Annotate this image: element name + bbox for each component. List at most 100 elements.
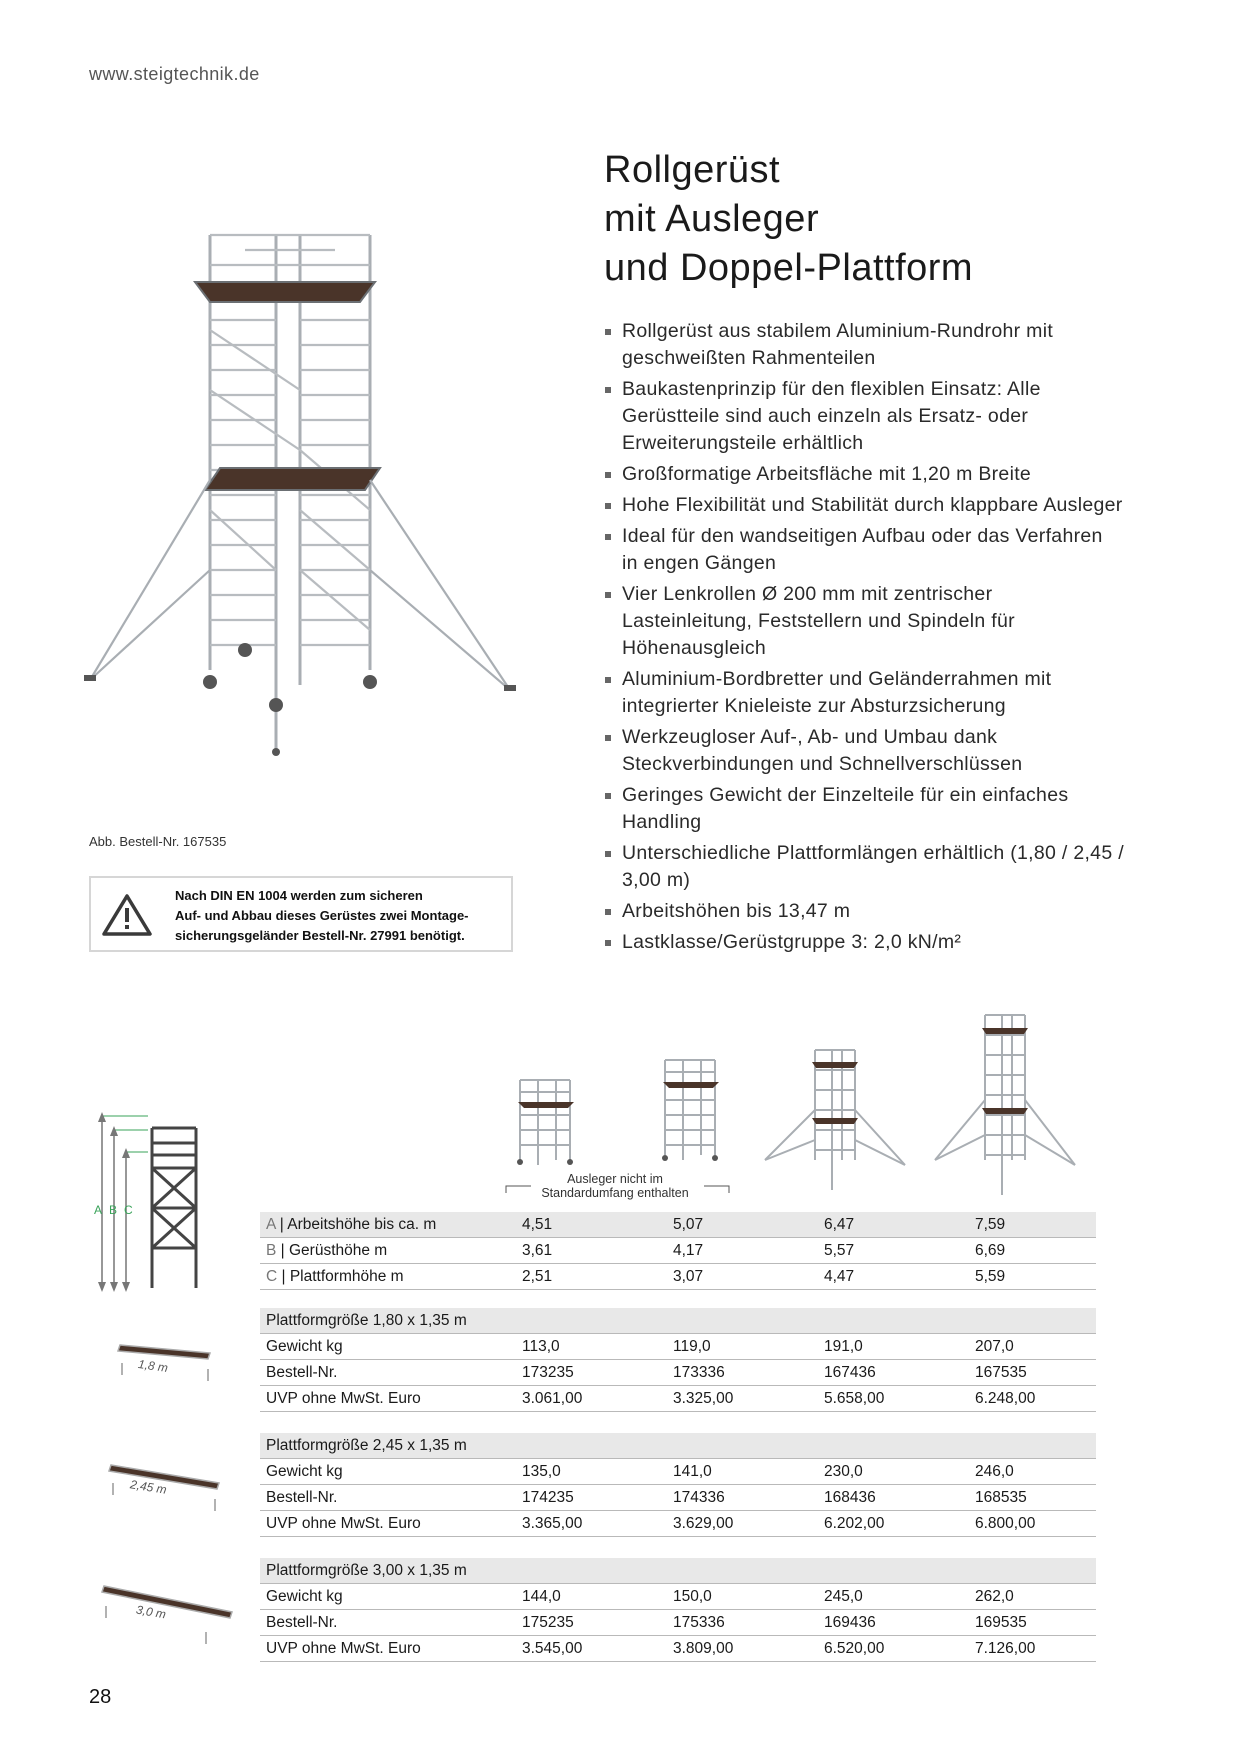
website-url[interactable]: www.steigtechnik.de bbox=[89, 64, 260, 84]
table-cell: 5,59 bbox=[969, 1263, 1096, 1290]
table-cell: 168535 bbox=[969, 1484, 1096, 1511]
table-cell: 141,0 bbox=[667, 1458, 818, 1485]
dimension-letter: A bbox=[266, 1215, 276, 1233]
row-label: Bestell-Nr. bbox=[260, 1359, 516, 1386]
table-cell: 167436 bbox=[818, 1359, 969, 1386]
table-cell: 135,0 bbox=[516, 1458, 667, 1485]
table-row: UVP ohne MwSt. Euro 3.545,00 3.809,00 6.… bbox=[260, 1635, 1096, 1662]
row-label: Gewicht kg bbox=[260, 1583, 516, 1610]
note-line: Ausleger nicht im bbox=[567, 1172, 663, 1186]
table-cell: 6.248,00 bbox=[969, 1385, 1096, 1412]
table-cell: 150,0 bbox=[667, 1583, 818, 1610]
warning-line: Nach DIN EN 1004 werden zum sicheren bbox=[175, 888, 423, 903]
table-row: C | Plattformhöhe m 2,51 3,07 4,47 5,59 bbox=[260, 1263, 1096, 1290]
platform-300-table: Plattformgröße 3,00 x 1,35 m Gewicht kg … bbox=[260, 1558, 1096, 1662]
table-cell: 6.520,00 bbox=[818, 1635, 969, 1662]
table-cell: 173336 bbox=[667, 1359, 818, 1386]
feature-item: Hohe Flexibilität und Stabilität durch k… bbox=[604, 492, 1124, 519]
table-section-header: Plattformgröße 2,45 x 1,35 m bbox=[260, 1433, 1096, 1459]
row-label: UVP ohne MwSt. Euro bbox=[260, 1635, 516, 1662]
table-cell: 167535 bbox=[969, 1359, 1096, 1386]
table-row: Gewicht kg 144,0 150,0 245,0 262,0 bbox=[260, 1583, 1096, 1610]
table-row: Bestell-Nr. 173235 173336 167436 167535 bbox=[260, 1359, 1096, 1386]
table-cell: 174235 bbox=[516, 1484, 667, 1511]
table-section-header: Plattformgröße 3,00 x 1,35 m bbox=[260, 1558, 1096, 1584]
table-cell: 3.061,00 bbox=[516, 1385, 667, 1412]
row-label-text: | Plattformhöhe m bbox=[277, 1267, 404, 1285]
table-row: Bestell-Nr. 175235 175336 169436 169535 bbox=[260, 1609, 1096, 1636]
table-cell: 3,61 bbox=[516, 1237, 667, 1264]
height-table: A | Arbeitshöhe bis ca. m 4,51 5,07 6,47… bbox=[260, 1212, 1096, 1290]
table-cell: 4,51 bbox=[516, 1212, 667, 1238]
table-cell: 3.325,00 bbox=[667, 1385, 818, 1412]
warning-text: Nach DIN EN 1004 werden zum sicheren Auf… bbox=[175, 886, 469, 946]
dimension-letters: ABC bbox=[94, 1203, 140, 1217]
table-cell: 207,0 bbox=[969, 1333, 1096, 1360]
table-row: UVP ohne MwSt. Euro 3.061,00 3.325,00 5.… bbox=[260, 1385, 1096, 1412]
platform-size-label: Plattformgröße 1,80 x 1,35 m bbox=[260, 1308, 1096, 1334]
table-cell: 3.545,00 bbox=[516, 1635, 667, 1662]
feature-item: Lastklasse/Gerüstgruppe 3: 2,0 kN/m² bbox=[604, 929, 1124, 956]
platform-300-icon bbox=[101, 1585, 233, 1644]
table-cell: 4,17 bbox=[667, 1237, 818, 1264]
table-row: A | Arbeitshöhe bis ca. m 4,51 5,07 6,47… bbox=[260, 1212, 1096, 1238]
title-line: mit Ausleger bbox=[604, 198, 820, 240]
feature-list: Rollgerüst aus stabilem Aluminium-Rundro… bbox=[604, 318, 1124, 960]
row-label: UVP ohne MwSt. Euro bbox=[260, 1510, 516, 1537]
table-cell: 230,0 bbox=[818, 1458, 969, 1485]
title-line: Rollgerüst bbox=[604, 149, 781, 191]
scaffold-variant-3-image bbox=[764, 1049, 906, 1190]
table-cell: 175336 bbox=[667, 1609, 818, 1636]
table-cell: 3.365,00 bbox=[516, 1510, 667, 1537]
feature-item: Unterschiedliche Plattformlängen erhältl… bbox=[604, 840, 1124, 894]
table-row: B | Gerüsthöhe m 3,61 4,17 5,57 6,69 bbox=[260, 1237, 1096, 1264]
dimension-letter-b: B bbox=[109, 1203, 125, 1217]
table-cell: 168436 bbox=[818, 1484, 969, 1511]
table-cell: 7.126,00 bbox=[969, 1635, 1096, 1662]
table-cell: 113,0 bbox=[516, 1333, 667, 1360]
table-cell: 6.800,00 bbox=[969, 1510, 1096, 1537]
table-cell: 2,51 bbox=[516, 1263, 667, 1290]
table-cell: 3.629,00 bbox=[667, 1510, 818, 1537]
outrigger-note: Ausleger nicht im Standardumfang enthalt… bbox=[530, 1172, 700, 1200]
feature-item: Geringes Gewicht der Einzelteile für ein… bbox=[604, 782, 1124, 836]
row-label: C | Plattformhöhe m bbox=[260, 1263, 516, 1290]
table-cell: 4,47 bbox=[818, 1263, 969, 1290]
row-label: Gewicht kg bbox=[260, 1458, 516, 1485]
dimension-letter-c: C bbox=[124, 1203, 140, 1217]
feature-item: Großformatige Arbeitsfläche mit 1,20 m B… bbox=[604, 461, 1124, 488]
row-label: B | Gerüsthöhe m bbox=[260, 1237, 516, 1264]
platform-180-icon bbox=[116, 1344, 212, 1381]
warning-triangle-icon bbox=[102, 894, 152, 936]
row-label: UVP ohne MwSt. Euro bbox=[260, 1385, 516, 1412]
table-cell: 119,0 bbox=[667, 1333, 818, 1360]
table-row: Gewicht kg 113,0 119,0 191,0 207,0 bbox=[260, 1333, 1096, 1360]
table-row: Bestell-Nr. 174235 174336 168436 168535 bbox=[260, 1484, 1096, 1511]
table-cell: 6.202,00 bbox=[818, 1510, 969, 1537]
feature-item: Baukastenprinzip für den flexiblen Einsa… bbox=[604, 376, 1124, 457]
title-line: und Doppel-Plattform bbox=[604, 247, 974, 289]
feature-item: Rollgerüst aus stabilem Aluminium-Rundro… bbox=[604, 318, 1124, 372]
outrigger-bracket bbox=[505, 1185, 730, 1193]
scaffold-variant-2-image bbox=[662, 1059, 719, 1161]
row-label: Bestell-Nr. bbox=[260, 1609, 516, 1636]
feature-item: Ideal für den wandseitigen Aufbau oder d… bbox=[604, 523, 1124, 577]
platform-245-table: Plattformgröße 2,45 x 1,35 m Gewicht kg … bbox=[260, 1433, 1096, 1537]
table-section-header: Plattformgröße 1,80 x 1,35 m bbox=[260, 1308, 1096, 1334]
row-label: Gewicht kg bbox=[260, 1333, 516, 1360]
image-caption: Abb. Bestell-Nr. 167535 bbox=[89, 834, 227, 849]
table-cell: 174336 bbox=[667, 1484, 818, 1511]
safety-warning-box: Nach DIN EN 1004 werden zum sicheren Auf… bbox=[89, 876, 513, 952]
table-row: UVP ohne MwSt. Euro 3.365,00 3.629,00 6.… bbox=[260, 1510, 1096, 1537]
feature-item: Vier Lenkrollen Ø 200 mm mit zentrischer… bbox=[604, 581, 1124, 662]
dimension-letter: C bbox=[266, 1267, 278, 1285]
table-cell: 173235 bbox=[516, 1359, 667, 1386]
dimension-letter: B bbox=[266, 1241, 277, 1259]
note-line: Standardumfang enthalten bbox=[541, 1186, 689, 1200]
feature-item: Werkzeugloser Auf-, Ab- und Umbau dank S… bbox=[604, 724, 1124, 778]
platform-size-label: Plattformgröße 2,45 x 1,35 m bbox=[260, 1433, 1096, 1459]
page-title: Rollgerüst mit Ausleger und Doppel-Platt… bbox=[604, 146, 973, 293]
scaffold-variant-4-image bbox=[934, 1014, 1076, 1195]
table-cell: 246,0 bbox=[969, 1458, 1096, 1485]
scaffold-product-image bbox=[84, 233, 516, 756]
